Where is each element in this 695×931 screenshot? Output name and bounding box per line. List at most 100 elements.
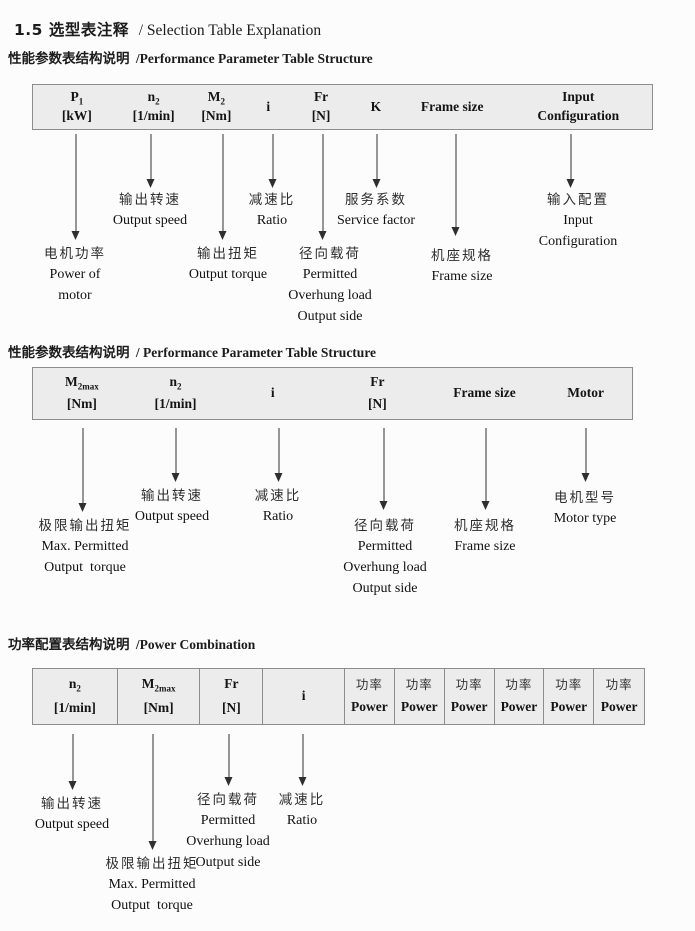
down-arrow-icon bbox=[298, 734, 307, 786]
arrow-head bbox=[68, 781, 76, 790]
label-cn: 输出转速 bbox=[118, 192, 181, 208]
column-unit: [Nm] bbox=[66, 396, 97, 412]
symbol-sub: 2 bbox=[76, 684, 81, 695]
label-cn: 极限输出扭矩 bbox=[105, 856, 199, 872]
label-frame-size: 机座规格 Frame size bbox=[454, 518, 516, 557]
arrow-head bbox=[274, 473, 282, 482]
down-arrow-icon bbox=[268, 134, 277, 188]
down-arrow-icon bbox=[274, 428, 283, 482]
section3-heading-cn: 功率配置表结构说明 bbox=[8, 637, 130, 654]
arrow-shaft bbox=[75, 134, 76, 233]
label-cn: 电机功率 bbox=[44, 246, 106, 262]
column-symbol: n2 bbox=[170, 374, 182, 392]
section2-heading: 性能参数表结构说明 / Performance Parameter Table … bbox=[8, 341, 376, 361]
column-symbol: M2max bbox=[64, 374, 99, 392]
label-cn: 减速比 bbox=[248, 192, 296, 208]
arrow-shaft bbox=[222, 134, 223, 233]
label-overhung-load: 径向载荷 Permitted Overhung load Output side bbox=[288, 246, 372, 327]
label-cn: 径向载荷 bbox=[299, 246, 361, 262]
down-arrow-icon bbox=[218, 134, 227, 240]
column-symbol: i bbox=[270, 385, 275, 401]
column-i: i bbox=[220, 368, 325, 419]
column-symbol: Fr bbox=[313, 88, 329, 104]
column-unit: Power bbox=[450, 699, 488, 715]
column-power: 功率 Power bbox=[345, 669, 395, 724]
label-en: Permitted bbox=[302, 266, 358, 282]
symbol-base: M bbox=[141, 676, 155, 692]
symbol-sub: 1 bbox=[78, 96, 84, 107]
arrow-shaft bbox=[272, 134, 273, 181]
symbol-base: n bbox=[147, 88, 156, 104]
column-power: 功率 Power bbox=[594, 669, 644, 724]
label-cn: 服务系数 bbox=[345, 192, 407, 208]
column-unit: Power bbox=[400, 699, 438, 715]
down-arrow-icon bbox=[68, 734, 77, 790]
column-m2: M2 [Nm] bbox=[187, 85, 247, 129]
label-output-speed: 输出转速 Output speed bbox=[113, 192, 187, 231]
down-arrow-icon bbox=[318, 134, 327, 240]
column-unit: [1/min] bbox=[132, 108, 175, 124]
down-arrow-icon bbox=[146, 134, 155, 188]
column-power: 功率 Power bbox=[495, 669, 545, 724]
label-en: Permitted bbox=[357, 538, 413, 554]
symbol-sub: 2 bbox=[177, 381, 182, 392]
column-n2: n2 [1/min] bbox=[33, 669, 118, 724]
symbol-base: M bbox=[64, 374, 78, 390]
section2-heading-en: / Performance Parameter Table Structure bbox=[135, 345, 377, 361]
arrow-shaft bbox=[150, 134, 151, 181]
arrow-head bbox=[581, 473, 589, 482]
column-fr: Fr [N] bbox=[325, 368, 430, 419]
label-en: Ratio bbox=[256, 212, 288, 228]
label-en: Motor type bbox=[553, 510, 617, 526]
label-en: Ratio bbox=[286, 812, 318, 828]
column-unit: Power bbox=[600, 699, 638, 715]
column-unit: Power bbox=[351, 699, 388, 715]
column-unit: Power bbox=[550, 699, 588, 715]
arrow-shaft bbox=[383, 428, 384, 503]
label-cn: 径向载荷 bbox=[197, 792, 259, 808]
symbol-sub: 2max bbox=[77, 381, 99, 392]
column-unit: [Nm] bbox=[143, 699, 174, 715]
column-unit: [1/min] bbox=[53, 699, 96, 715]
column-n2: n2 [1/min] bbox=[121, 85, 187, 129]
down-arrow-icon bbox=[451, 134, 460, 236]
section1-heading-en: /Performance Parameter Table Structure bbox=[135, 51, 373, 67]
down-arrow-icon bbox=[148, 734, 157, 850]
down-arrow-icon bbox=[171, 428, 180, 482]
arrow-shaft bbox=[302, 734, 303, 779]
label-overhung-load: 径向载荷 Permitted Overhung load Output side bbox=[343, 518, 427, 599]
symbol-sub: 2 bbox=[220, 96, 226, 107]
symbol-sub: 2 bbox=[155, 96, 160, 107]
column-unit: [1/min] bbox=[154, 396, 197, 412]
column-power: 功率 Power bbox=[544, 669, 595, 724]
label-en: Output speed bbox=[134, 508, 210, 524]
down-arrow-icon bbox=[566, 134, 575, 188]
column-motor: Motor bbox=[539, 368, 632, 419]
label-max-output-torque: 极限输出扭矩 Max. Permitted Output torque bbox=[106, 856, 199, 916]
performance-table-header-1: P1 [kW] n2 [1/min] M2 [Nm] i Fr [N] K Fr… bbox=[32, 84, 653, 130]
arrow-head bbox=[146, 179, 154, 188]
arrow-head bbox=[566, 179, 574, 188]
column-fr: Fr [N] bbox=[200, 669, 264, 724]
symbol-sub: 2max bbox=[154, 684, 176, 695]
down-arrow-icon bbox=[372, 134, 381, 188]
column-symbol: Motor bbox=[567, 385, 605, 401]
label-en: Output speed bbox=[34, 816, 110, 832]
label-cn: 输入配置 bbox=[546, 192, 609, 208]
label-cn: 减速比 bbox=[254, 488, 302, 504]
column-symbol: i bbox=[266, 98, 271, 114]
label-output-speed: 输出转速 Output speed bbox=[35, 796, 109, 835]
column-symbol-cn: 功率 bbox=[605, 676, 633, 692]
column-symbol: P1 bbox=[70, 89, 84, 107]
column-symbol: K bbox=[370, 98, 382, 114]
label-ratio: 减速比 Ratio bbox=[279, 792, 326, 831]
down-arrow-icon bbox=[224, 734, 233, 786]
arrow-shaft bbox=[228, 734, 229, 779]
section1-heading: 性能参数表结构说明 /Performance Parameter Table S… bbox=[8, 47, 373, 67]
column-unit: [N] bbox=[367, 396, 387, 412]
arrow-shaft bbox=[175, 428, 176, 475]
arrow-shaft bbox=[455, 134, 456, 229]
column-symbol-cn: 功率 bbox=[505, 676, 533, 692]
power-combination-table-header: n2 [1/min] M2max [Nm] Fr [N] i 功率 Power … bbox=[32, 668, 645, 725]
